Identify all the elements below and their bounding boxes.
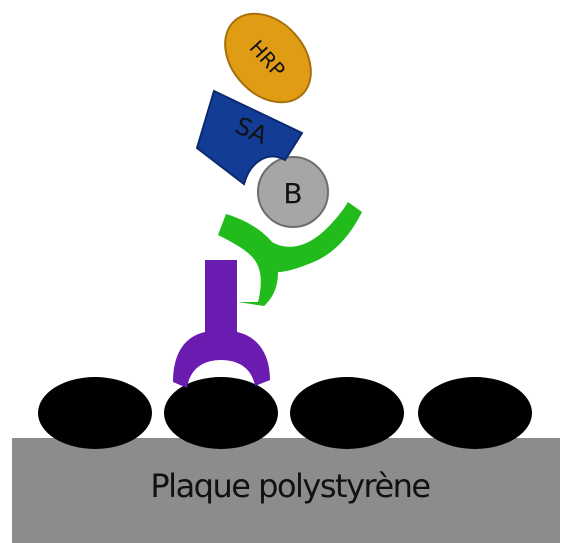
streptavidin: SA <box>195 89 304 186</box>
plate-surface <box>12 438 560 543</box>
polystyrene-plate: Plaque polystyrène <box>12 438 560 543</box>
antigen-1 <box>38 377 152 449</box>
plate-label: Plaque polystyrène <box>150 467 429 505</box>
capture-antibody <box>173 260 270 388</box>
hrp-enzyme: HRP <box>224 12 312 104</box>
hrp-ellipse <box>224 12 312 104</box>
biotin-circle <box>257 156 329 228</box>
antigen-layer <box>38 377 532 449</box>
detection-antibody <box>218 202 362 306</box>
biotin-label: B <box>283 177 302 210</box>
antigen-2 <box>164 377 278 449</box>
streptavidin-shape <box>195 89 304 186</box>
biotin: B <box>257 156 329 228</box>
antigen-4 <box>418 377 532 449</box>
antigen-3 <box>290 377 404 449</box>
